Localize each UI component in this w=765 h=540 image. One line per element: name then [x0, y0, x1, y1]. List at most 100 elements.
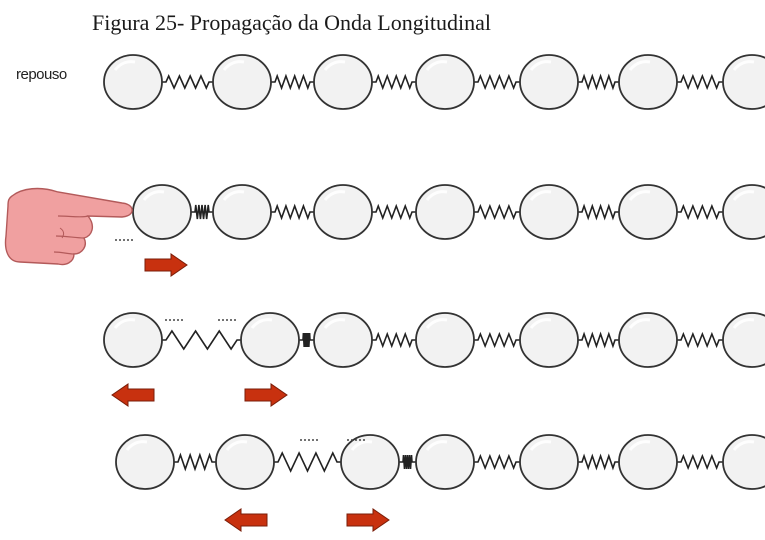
ball-highlight	[425, 190, 448, 201]
ball	[519, 184, 579, 240]
ball-circle	[519, 434, 579, 490]
ball	[618, 184, 678, 240]
ball-circle	[519, 54, 579, 110]
ball-highlight	[628, 318, 651, 329]
ball	[215, 434, 275, 490]
ball	[519, 312, 579, 368]
spring	[162, 74, 213, 90]
spring	[274, 451, 341, 473]
spring	[372, 203, 416, 221]
spring	[271, 203, 314, 221]
ball-circle	[519, 184, 579, 240]
ball-highlight	[113, 60, 136, 71]
ball-highlight	[425, 318, 448, 329]
finger-line	[57, 215, 89, 218]
ball-circle	[618, 184, 678, 240]
ball-highlight	[113, 318, 136, 329]
ball-circle	[618, 54, 678, 110]
ball	[618, 434, 678, 490]
ball	[415, 54, 475, 110]
ball-circle	[103, 312, 163, 368]
figure-caption: Figura 25- Propagação da Onda Longitudin…	[92, 10, 491, 35]
ball	[340, 434, 400, 490]
ball	[618, 54, 678, 110]
ball-circle	[240, 312, 300, 368]
ball-highlight	[732, 190, 755, 201]
ball-highlight	[425, 440, 448, 451]
ball-circle	[313, 312, 373, 368]
ball-circle	[618, 312, 678, 368]
ball-highlight	[323, 318, 346, 329]
ball-circle	[132, 184, 192, 240]
ball	[313, 54, 373, 110]
ball-highlight	[125, 440, 148, 451]
ball-circle	[415, 184, 475, 240]
ball-circle	[212, 54, 272, 110]
ball-highlight	[529, 440, 552, 451]
ball-circle	[415, 312, 475, 368]
spring	[271, 73, 314, 91]
ball	[212, 54, 272, 110]
ball-highlight	[628, 190, 651, 201]
ball-circle	[415, 54, 475, 110]
ball	[722, 184, 765, 240]
ball-highlight	[628, 60, 651, 71]
spring	[677, 331, 723, 349]
ball	[722, 434, 765, 490]
spring	[578, 453, 619, 471]
ball	[115, 434, 175, 490]
ball-highlight	[628, 440, 651, 451]
arrow-right-icon	[346, 508, 390, 532]
ball-highlight	[323, 190, 346, 201]
ball	[313, 312, 373, 368]
finger-line	[53, 251, 75, 255]
ball	[103, 54, 163, 110]
spring	[191, 204, 213, 220]
spring	[677, 453, 723, 471]
ball-highlight	[529, 60, 552, 71]
ball-circle	[313, 184, 373, 240]
knuckle-line	[59, 227, 65, 239]
spring	[677, 203, 723, 221]
spring	[578, 331, 619, 349]
arrow-left-icon	[224, 508, 268, 532]
ball	[313, 184, 373, 240]
spring	[474, 453, 520, 471]
spring	[372, 331, 416, 349]
spring	[162, 329, 241, 351]
spring	[578, 73, 619, 91]
spring	[474, 73, 520, 91]
ball-circle	[103, 54, 163, 110]
ball	[212, 184, 272, 240]
ball-highlight	[529, 190, 552, 201]
ball-highlight	[529, 318, 552, 329]
ball-circle	[618, 434, 678, 490]
ball-highlight	[732, 60, 755, 71]
ball-circle	[215, 434, 275, 490]
finger-line	[55, 235, 85, 239]
ball	[415, 184, 475, 240]
ball-highlight	[732, 440, 755, 451]
ball	[103, 312, 163, 368]
ball	[415, 434, 475, 490]
ball	[519, 54, 579, 110]
ball-highlight	[732, 318, 755, 329]
ball	[519, 434, 579, 490]
spring	[372, 73, 416, 91]
spring	[578, 203, 619, 221]
ball-circle	[212, 184, 272, 240]
rest-state-label: repouso	[16, 66, 67, 83]
ball-circle	[313, 54, 373, 110]
ball-highlight	[350, 440, 373, 451]
ball	[618, 312, 678, 368]
spring	[474, 331, 520, 349]
ball	[240, 312, 300, 368]
arrow-right-icon	[144, 253, 188, 277]
ball-circle	[340, 434, 400, 490]
ball	[722, 54, 765, 110]
ball-highlight	[425, 60, 448, 71]
arrow-left-icon	[111, 383, 155, 407]
pointing-hand-icon	[4, 187, 133, 266]
hand-shape	[4, 187, 133, 266]
